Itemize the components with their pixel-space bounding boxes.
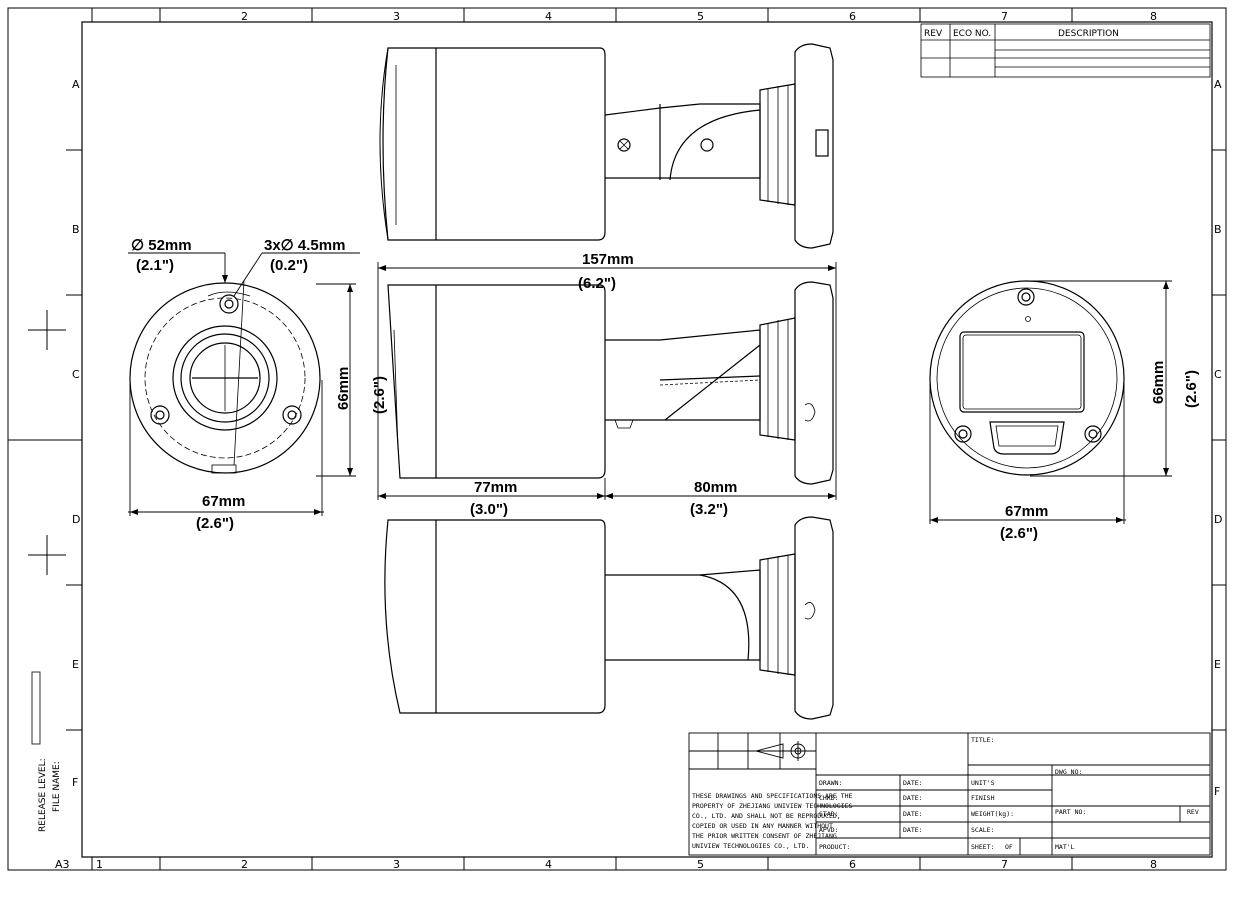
col-label-8-bottom: 8 <box>1150 858 1157 871</box>
front-view <box>929 280 1125 476</box>
rev-header: REV <box>924 29 943 39</box>
col-label-4: 4 <box>545 10 552 23</box>
notice-line-1: THESE DRAWINGS AND SPECIFICATIONS ARE TH… <box>692 792 853 800</box>
top-view <box>379 43 834 249</box>
of-label: OF <box>1005 843 1013 851</box>
overall-length-mm: 157mm <box>582 251 634 268</box>
rear-view <box>129 279 321 474</box>
overall-length-in: (6.2") <box>578 275 616 292</box>
col-label-6: 6 <box>849 10 856 23</box>
release-info: RELEASE LEVEL: FILE NAME: <box>31 671 62 832</box>
rear-height-in: (2.6") <box>371 376 388 414</box>
date-label-3: DATE: <box>903 810 923 818</box>
row-label-a-right: A <box>1214 78 1222 91</box>
rear-diameter-mm: ∅ 52mm <box>131 237 192 254</box>
col-label-1-bottom: 1 <box>96 858 103 871</box>
dimension-lines <box>128 252 1172 524</box>
apvd-label: APVD: <box>819 826 839 834</box>
title-block <box>688 732 1211 856</box>
chkd-label: CHKD: <box>819 794 839 802</box>
weight-label: WEIGHT(kg): <box>971 810 1014 818</box>
row-label-f-right: F <box>1214 785 1220 798</box>
row-label-e-right: E <box>1214 658 1221 671</box>
row-label-d: D <box>72 513 80 526</box>
row-label-b-right: B <box>1214 223 1222 236</box>
col-label-7: 7 <box>1001 10 1008 23</box>
rear-width-mm: 67mm <box>202 493 245 510</box>
row-label-d-right: D <box>1214 513 1222 526</box>
revision-table <box>920 23 1211 78</box>
body-length-in: (3.0") <box>470 501 508 518</box>
description-header: DESCRIPTION <box>1058 29 1119 39</box>
part-no-label: PART NO: <box>1055 808 1086 816</box>
col-label-5-bottom: 5 <box>697 858 704 871</box>
front-width-mm: 67mm <box>1005 503 1048 520</box>
col-label-6-bottom: 6 <box>849 858 856 871</box>
stad-label: STAD: <box>819 810 839 818</box>
body-length-mm: 77mm <box>474 479 517 496</box>
date-label-1: DATE: <box>903 779 923 787</box>
product-label: PRODUCT: <box>819 843 850 851</box>
col-label-5: 5 <box>697 10 704 23</box>
date-label-2: DATE: <box>903 794 923 802</box>
col-label-3-bottom: 3 <box>393 858 400 871</box>
rear-diameter-in: (2.1") <box>136 257 174 274</box>
col-label-4-bottom: 4 <box>545 858 552 871</box>
row-label-e: E <box>72 658 79 671</box>
hole-spec-in: (0.2") <box>270 257 308 274</box>
release-level-label: RELEASE LEVEL: <box>38 758 48 832</box>
title-label: TITLE: <box>971 736 994 744</box>
eco-header: ECO NO. <box>953 29 991 39</box>
finish-label: FINISH <box>971 794 995 802</box>
row-label-c-right: C <box>1214 368 1222 381</box>
notice-line-4: COPIED OR USED IN ANY MANNER WITHOUT <box>692 822 833 830</box>
row-label-b: B <box>72 223 80 236</box>
notice-line-2: PROPERTY OF ZHEJIANG UNIVIEW TECHNOLOGIE… <box>692 802 853 810</box>
sheet-size-label: A3 <box>55 858 70 871</box>
rev-label: REV <box>1187 808 1199 816</box>
side-view <box>387 281 834 485</box>
rear-width-in: (2.6") <box>196 515 234 532</box>
front-height-mm: 66mm <box>1150 361 1167 404</box>
rear-height-mm: 66mm <box>335 367 352 410</box>
col-label-2-bottom: 2 <box>241 858 248 871</box>
front-height-in: (2.6") <box>1183 370 1200 408</box>
file-name-label: FILE NAME: <box>52 761 62 812</box>
front-width-in: (2.6") <box>1000 525 1038 542</box>
notice-line-3: CO., LTD. AND SHALL NOT BE REPRODUCED, <box>692 812 841 820</box>
dwg-no-label: DWG NO: <box>1055 768 1082 776</box>
row-label-c: C <box>72 368 80 381</box>
bracket-length-in: (3.2") <box>690 501 728 518</box>
row-label-f: F <box>72 776 78 789</box>
bottom-view <box>384 516 834 720</box>
sheet-label: SHEET: <box>971 843 994 851</box>
row-label-a: A <box>72 78 80 91</box>
dimension-arrowheads <box>130 265 1169 523</box>
col-label-2: 2 <box>241 10 248 23</box>
projection-symbol-icon <box>754 741 808 761</box>
drawn-label: DRAWN: <box>819 779 842 787</box>
col-label-7-bottom: 7 <box>1001 858 1008 871</box>
date-label-4: DATE: <box>903 826 923 834</box>
col-label-3: 3 <box>393 10 400 23</box>
scale-label: SCALE: <box>971 826 994 834</box>
hole-spec-mm: 3x∅ 4.5mm <box>264 237 345 254</box>
units-label: UNIT'S <box>971 779 995 787</box>
notice-line-5: THE PRIOR WRITTEN CONSENT OF ZHEJIANG <box>692 832 837 840</box>
bracket-length-mm: 80mm <box>694 479 737 496</box>
matl-label: MAT'L <box>1055 843 1075 851</box>
col-label-8: 8 <box>1150 10 1157 23</box>
drawing-frame: 2 3 4 5 6 7 8 2 3 4 5 6 7 8 1 A3 A B C D… <box>7 7 1227 871</box>
notice-line-6: UNIVIEW TECHNOLOGIES CO., LTD. <box>692 842 809 850</box>
